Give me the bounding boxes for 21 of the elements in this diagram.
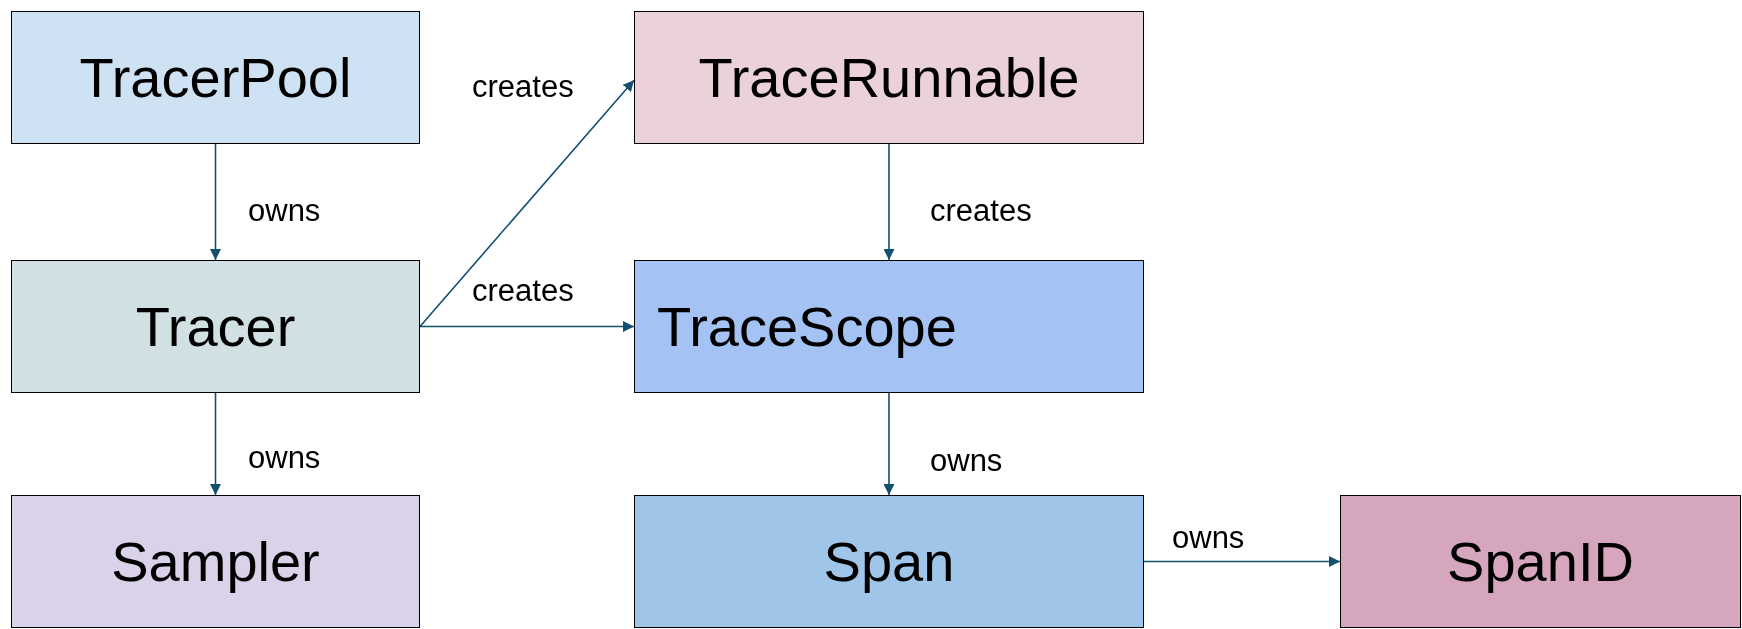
class-box	[634, 11, 1144, 144]
class-name: Tracer	[135, 294, 296, 359]
class-box	[11, 260, 420, 393]
class-name: SpanID	[1447, 529, 1634, 594]
arrow	[883, 143, 895, 261]
class-box	[634, 495, 1144, 628]
class-box	[634, 260, 1144, 393]
arrow	[210, 143, 221, 261]
arrow	[210, 392, 221, 496]
arrow	[883, 392, 895, 496]
arrow	[419, 79, 635, 328]
class-name: TraceRunnable	[698, 45, 1080, 110]
class-name: Sampler	[111, 529, 320, 594]
class-box	[1340, 495, 1741, 628]
class-name: TraceScope	[657, 294, 957, 359]
class-box	[11, 495, 420, 628]
class-name: TracerPool	[79, 45, 352, 110]
class-name: Span	[823, 529, 955, 594]
arrow	[1143, 556, 1341, 567]
arrow	[419, 321, 635, 332]
class-box	[11, 11, 420, 144]
